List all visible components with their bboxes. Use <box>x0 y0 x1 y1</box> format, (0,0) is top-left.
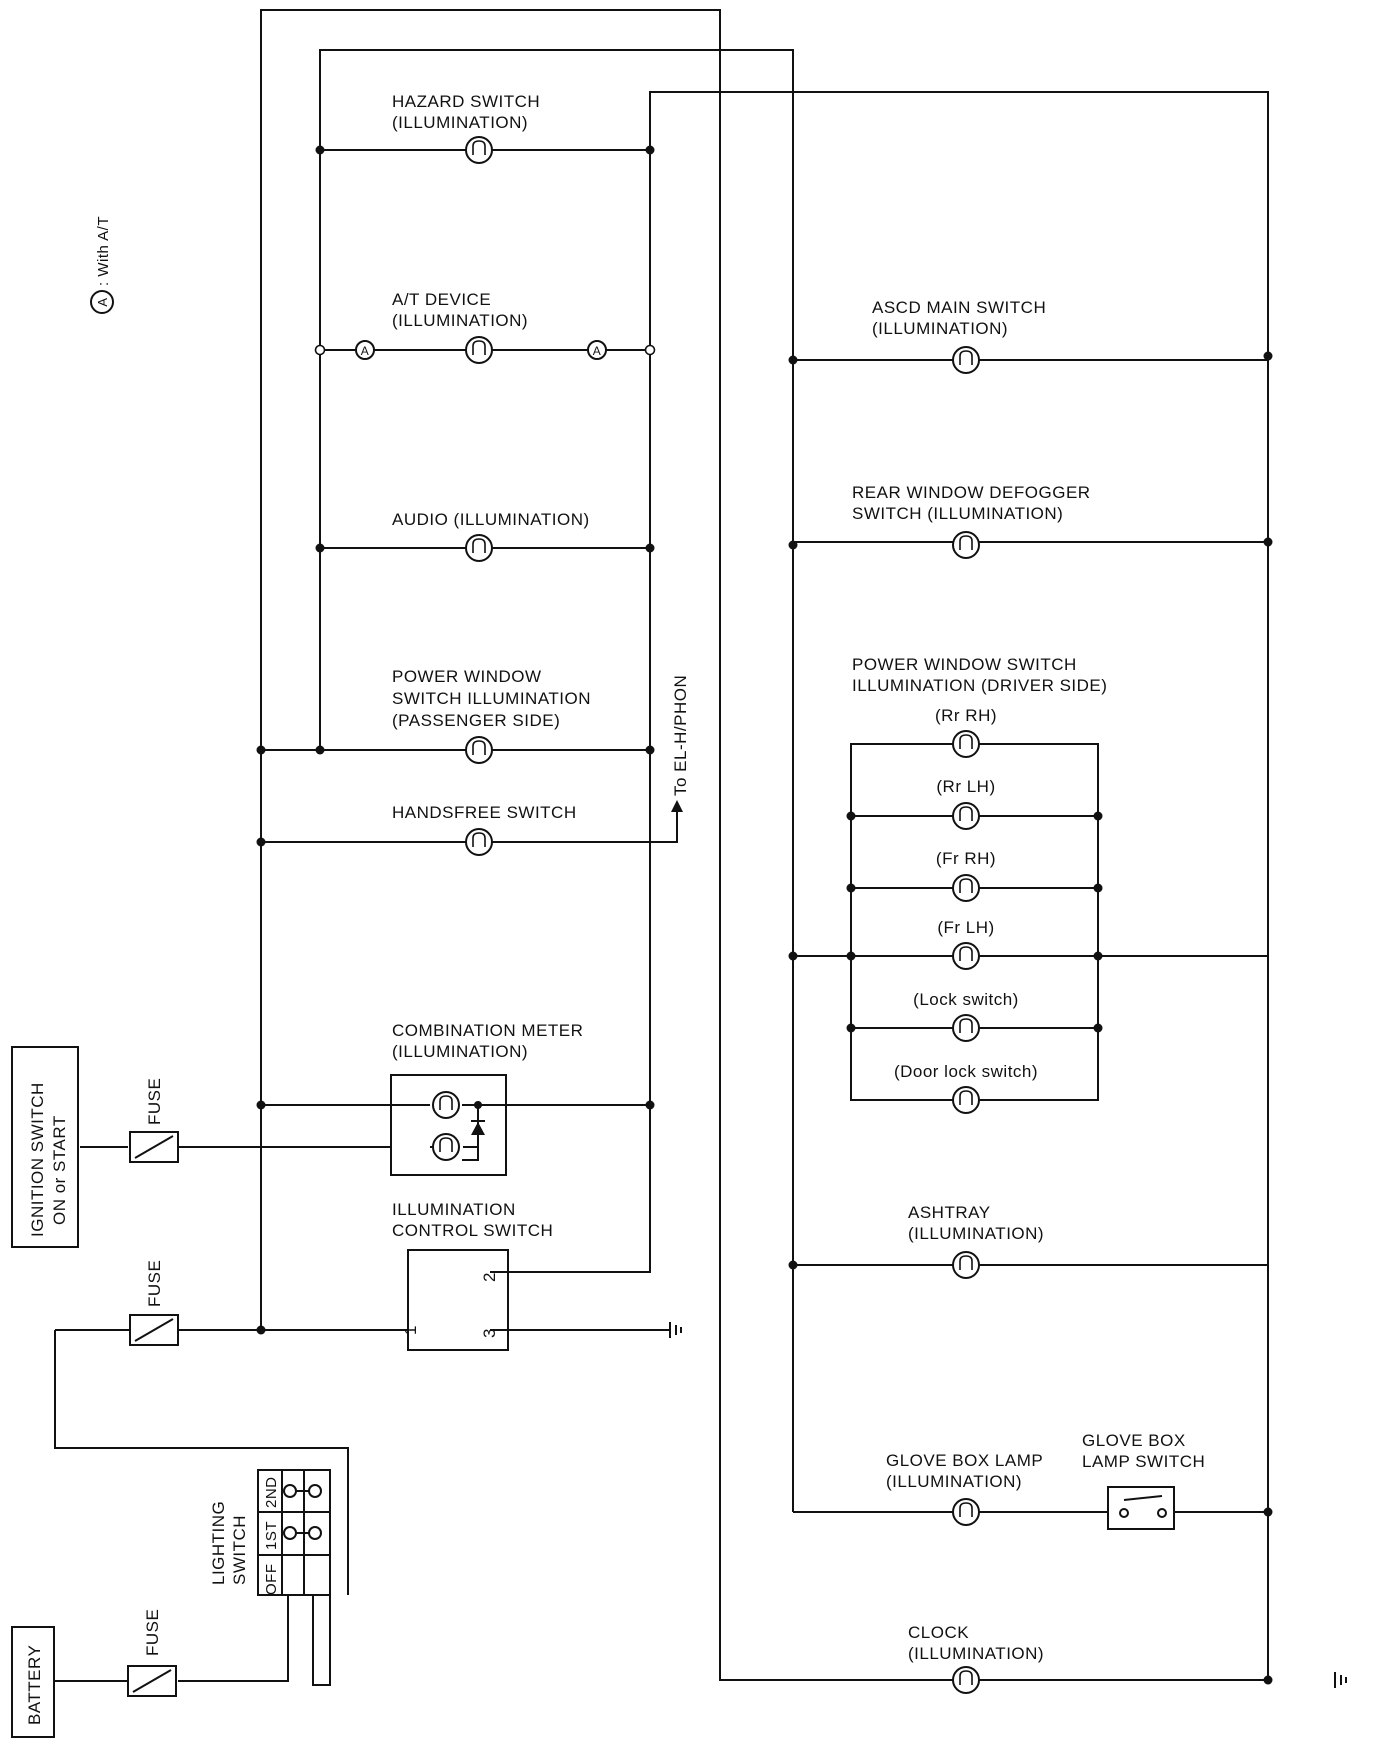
lamp-icon <box>952 1498 980 1526</box>
pw-driver-item: (Rr LH) <box>936 777 995 796</box>
illum-control-label: ILLUMINATION <box>392 1200 516 1219</box>
hazard-label: (ILLUMINATION) <box>392 113 528 132</box>
glove-box-switch-label: LAMP SWITCH <box>1082 1452 1205 1471</box>
lamp-icon <box>952 874 980 902</box>
fuse-label: FUSE <box>145 1078 164 1125</box>
pw-driver-item: (Fr LH) <box>937 918 994 937</box>
lighting-position: OFF <box>263 1564 280 1596</box>
lighting-position: 1ST <box>263 1521 280 1550</box>
pw-passenger-label: (PASSENGER SIDE) <box>392 711 560 730</box>
lighting-switch-label: SWITCH <box>230 1515 249 1585</box>
fuses <box>127 1131 179 1697</box>
lamp-icon <box>952 1666 980 1694</box>
rear-defogger-label: SWITCH (ILLUMINATION) <box>852 504 1063 523</box>
labels: HAZARD SWITCH (ILLUMINATION) A/T DEVICE … <box>25 92 1205 1725</box>
lamps <box>465 136 980 1694</box>
glove-box-lamp-label: GLOVE BOX LAMP <box>886 1451 1043 1470</box>
fuse-icon <box>129 1314 179 1346</box>
lighting-switch-label: LIGHTING <box>209 1501 228 1585</box>
glove-box-switch-label: GLOVE BOX <box>1082 1431 1186 1450</box>
to-el-label: To EL-H/PHON <box>671 675 690 796</box>
lighting-position: 2ND <box>263 1476 280 1508</box>
legend-text: : With A/T <box>95 216 112 286</box>
lamp-icon <box>952 1086 980 1114</box>
at-marker-label: A <box>361 344 370 358</box>
ascd-label: (ILLUMINATION) <box>872 319 1008 338</box>
fuse-icon <box>127 1665 177 1697</box>
combination-meter-label: (ILLUMINATION) <box>392 1042 528 1061</box>
arrow-icon <box>671 800 683 812</box>
lamp-icon <box>465 828 493 856</box>
diode-icon <box>471 1122 485 1135</box>
lamp-icon <box>465 136 493 164</box>
at-marker-label: A <box>593 344 602 358</box>
pin-label: 1 <box>401 1325 420 1335</box>
lamp-icon <box>952 1251 980 1279</box>
ignition-label: ON or START <box>50 1115 69 1225</box>
ashtray-label: (ILLUMINATION) <box>908 1224 1044 1243</box>
combination-meter-label: COMBINATION METER <box>392 1021 583 1040</box>
combination-meter <box>390 1074 507 1176</box>
ignition-label: IGNITION SWITCH <box>28 1082 47 1237</box>
battery-label: BATTERY <box>25 1645 44 1725</box>
clock-label: (ILLUMINATION) <box>908 1644 1044 1663</box>
pw-driver-label: POWER WINDOW SWITCH <box>852 655 1077 674</box>
battery-box <box>11 1626 55 1738</box>
lamp-icon <box>432 1091 460 1119</box>
pw-driver-label: ILLUMINATION (DRIVER SIDE) <box>852 676 1107 695</box>
lamp-icon <box>432 1133 460 1161</box>
lamp-icon <box>465 534 493 562</box>
lamp-icon <box>952 942 980 970</box>
illumination-control-switch: 1 2 3 <box>401 1249 509 1351</box>
pw-driver-item: (Door lock switch) <box>894 1062 1038 1081</box>
lamp-icon <box>952 531 980 559</box>
audio-label: AUDIO (ILLUMINATION) <box>392 510 590 529</box>
lamp-icon <box>952 802 980 830</box>
junction-dots <box>256 145 1273 1685</box>
illum-control-label: CONTROL SWITCH <box>392 1221 553 1240</box>
ascd-label: ASCD MAIN SWITCH <box>872 298 1046 317</box>
lighting-switch: OFF 1ST 2ND <box>257 1469 331 1596</box>
ignition-switch-box <box>11 1046 79 1248</box>
legend-symbol: A <box>95 297 110 306</box>
fuse-icon <box>129 1131 179 1163</box>
pw-passenger-label: SWITCH ILLUMINATION <box>392 689 591 708</box>
pw-driver-item: (Fr RH) <box>936 849 996 868</box>
fuse-label: FUSE <box>145 1260 164 1307</box>
pin-label: 2 <box>480 1272 499 1282</box>
fuse-label: FUSE <box>143 1609 162 1656</box>
pw-passenger-label: POWER WINDOW <box>392 667 542 686</box>
glove-box-lamp-label: (ILLUMINATION) <box>886 1472 1022 1491</box>
pw-driver-item: (Rr RH) <box>935 706 997 725</box>
pw-driver-item: (Lock switch) <box>913 990 1019 1009</box>
glove-box-lamp-switch <box>1107 1486 1175 1530</box>
ashtray-label: ASHTRAY <box>908 1203 991 1222</box>
at-device-label: A/T DEVICE <box>392 290 491 309</box>
rear-defogger-label: REAR WINDOW DEFOGGER <box>852 483 1091 502</box>
pin-label: 3 <box>480 1328 499 1338</box>
clock-label: CLOCK <box>908 1623 969 1642</box>
lamp-icon <box>952 1014 980 1042</box>
hazard-label: HAZARD SWITCH <box>392 92 540 111</box>
legend-note: A : With A/T <box>90 216 114 314</box>
lamp-icon <box>952 730 980 758</box>
at-markers: A A <box>355 340 607 360</box>
lamp-icon <box>465 736 493 764</box>
lamp-icon <box>952 346 980 374</box>
lamp-icon <box>465 336 493 364</box>
at-device-label: (ILLUMINATION) <box>392 311 528 330</box>
handsfree-label: HANDSFREE SWITCH <box>392 803 577 822</box>
